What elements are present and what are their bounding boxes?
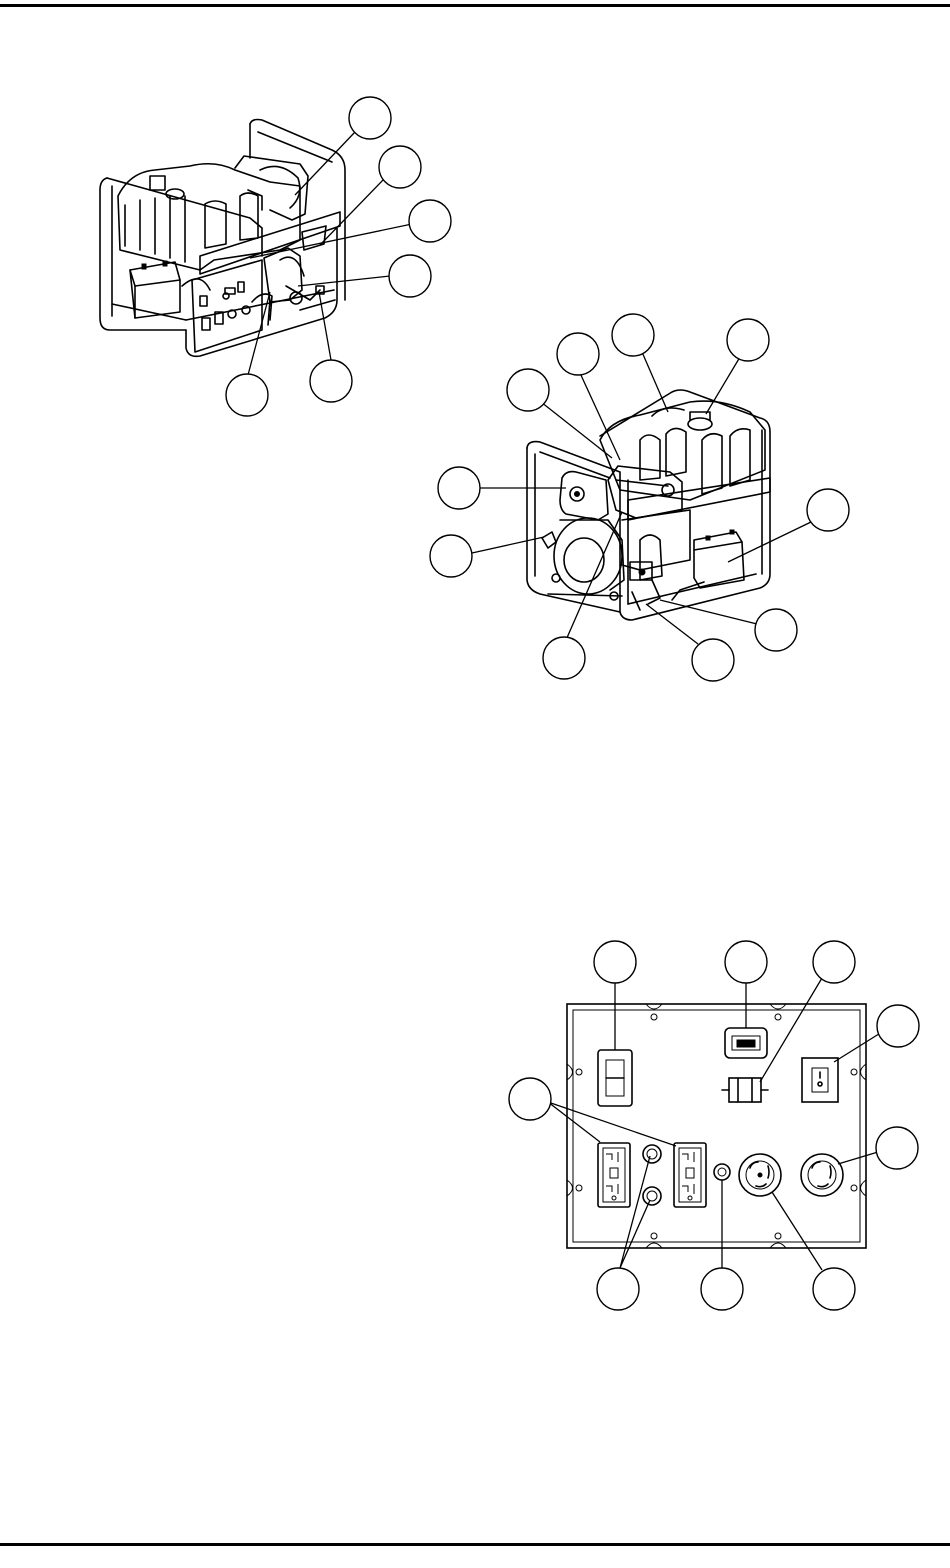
callout-circle bbox=[692, 639, 734, 681]
generator-rear-view bbox=[100, 120, 345, 357]
control-panel bbox=[567, 1004, 866, 1248]
callout-circle bbox=[349, 97, 391, 139]
callout-circle bbox=[507, 369, 549, 411]
callout-circle bbox=[509, 1078, 551, 1120]
callout-circle bbox=[438, 467, 480, 509]
callout-circle bbox=[226, 374, 268, 416]
callout-circle bbox=[594, 941, 636, 983]
callout-circle bbox=[543, 637, 585, 679]
callout-circle bbox=[379, 146, 421, 188]
callout-circle bbox=[807, 489, 849, 531]
callout-circle bbox=[877, 1005, 919, 1047]
callout-circle bbox=[876, 1127, 918, 1169]
callout-circle bbox=[409, 200, 451, 242]
callout-circle bbox=[430, 535, 472, 577]
rear-view-callouts bbox=[226, 97, 451, 416]
callout-circle bbox=[557, 333, 599, 375]
callout-circle bbox=[701, 1268, 743, 1310]
generator-front-view bbox=[527, 390, 770, 620]
gfci-outlet bbox=[598, 1143, 630, 1207]
callout-circle bbox=[612, 314, 654, 356]
gfci-outlet bbox=[674, 1143, 706, 1207]
callout-circle bbox=[813, 941, 855, 983]
callout-circle bbox=[597, 1268, 639, 1310]
callout-circle bbox=[310, 360, 352, 402]
callout-circle bbox=[755, 609, 797, 651]
callout-circle bbox=[813, 1268, 855, 1310]
callout-circle bbox=[389, 255, 431, 297]
callout-circle bbox=[725, 941, 767, 983]
callout-circle bbox=[727, 319, 769, 361]
